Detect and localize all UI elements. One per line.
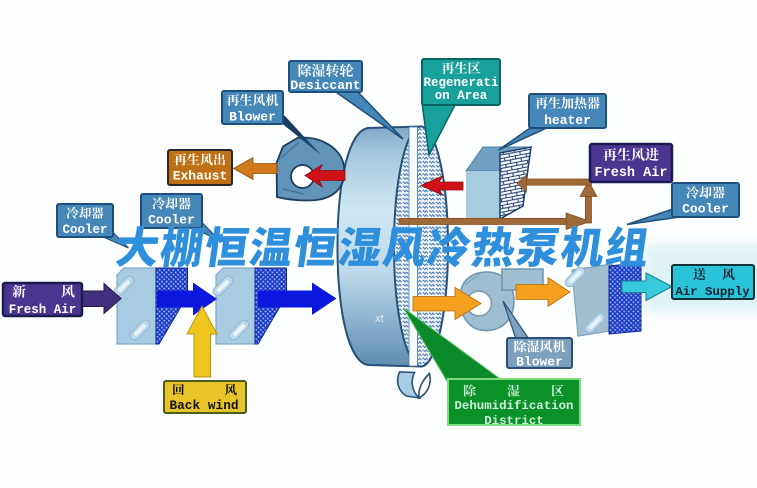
svg-text:Fresh Air: Fresh Air — [595, 166, 668, 181]
svg-text:Cooler: Cooler — [148, 213, 195, 228]
svg-text:Blower: Blower — [229, 110, 276, 125]
svg-text:Blower: Blower — [516, 355, 563, 370]
svg-text:heater: heater — [544, 113, 591, 128]
svg-text:Air Supply: Air Supply — [675, 285, 750, 299]
svg-text:Cooler: Cooler — [62, 223, 107, 237]
svg-text:Dehumidification: Dehumidification — [455, 399, 574, 413]
svg-text:District: District — [484, 414, 544, 428]
svg-text:Desiccant: Desiccant — [290, 78, 360, 93]
svg-text:Back wind: Back wind — [169, 398, 238, 413]
svg-text:Cooler: Cooler — [682, 202, 729, 217]
svg-text:xt: xt — [375, 313, 384, 325]
svg-text:on Area: on Area — [435, 89, 488, 103]
svg-text:Exhaust: Exhaust — [173, 169, 228, 184]
svg-text:Regenerati: Regenerati — [423, 76, 498, 90]
svg-text:Fresh Air: Fresh Air — [9, 303, 77, 317]
